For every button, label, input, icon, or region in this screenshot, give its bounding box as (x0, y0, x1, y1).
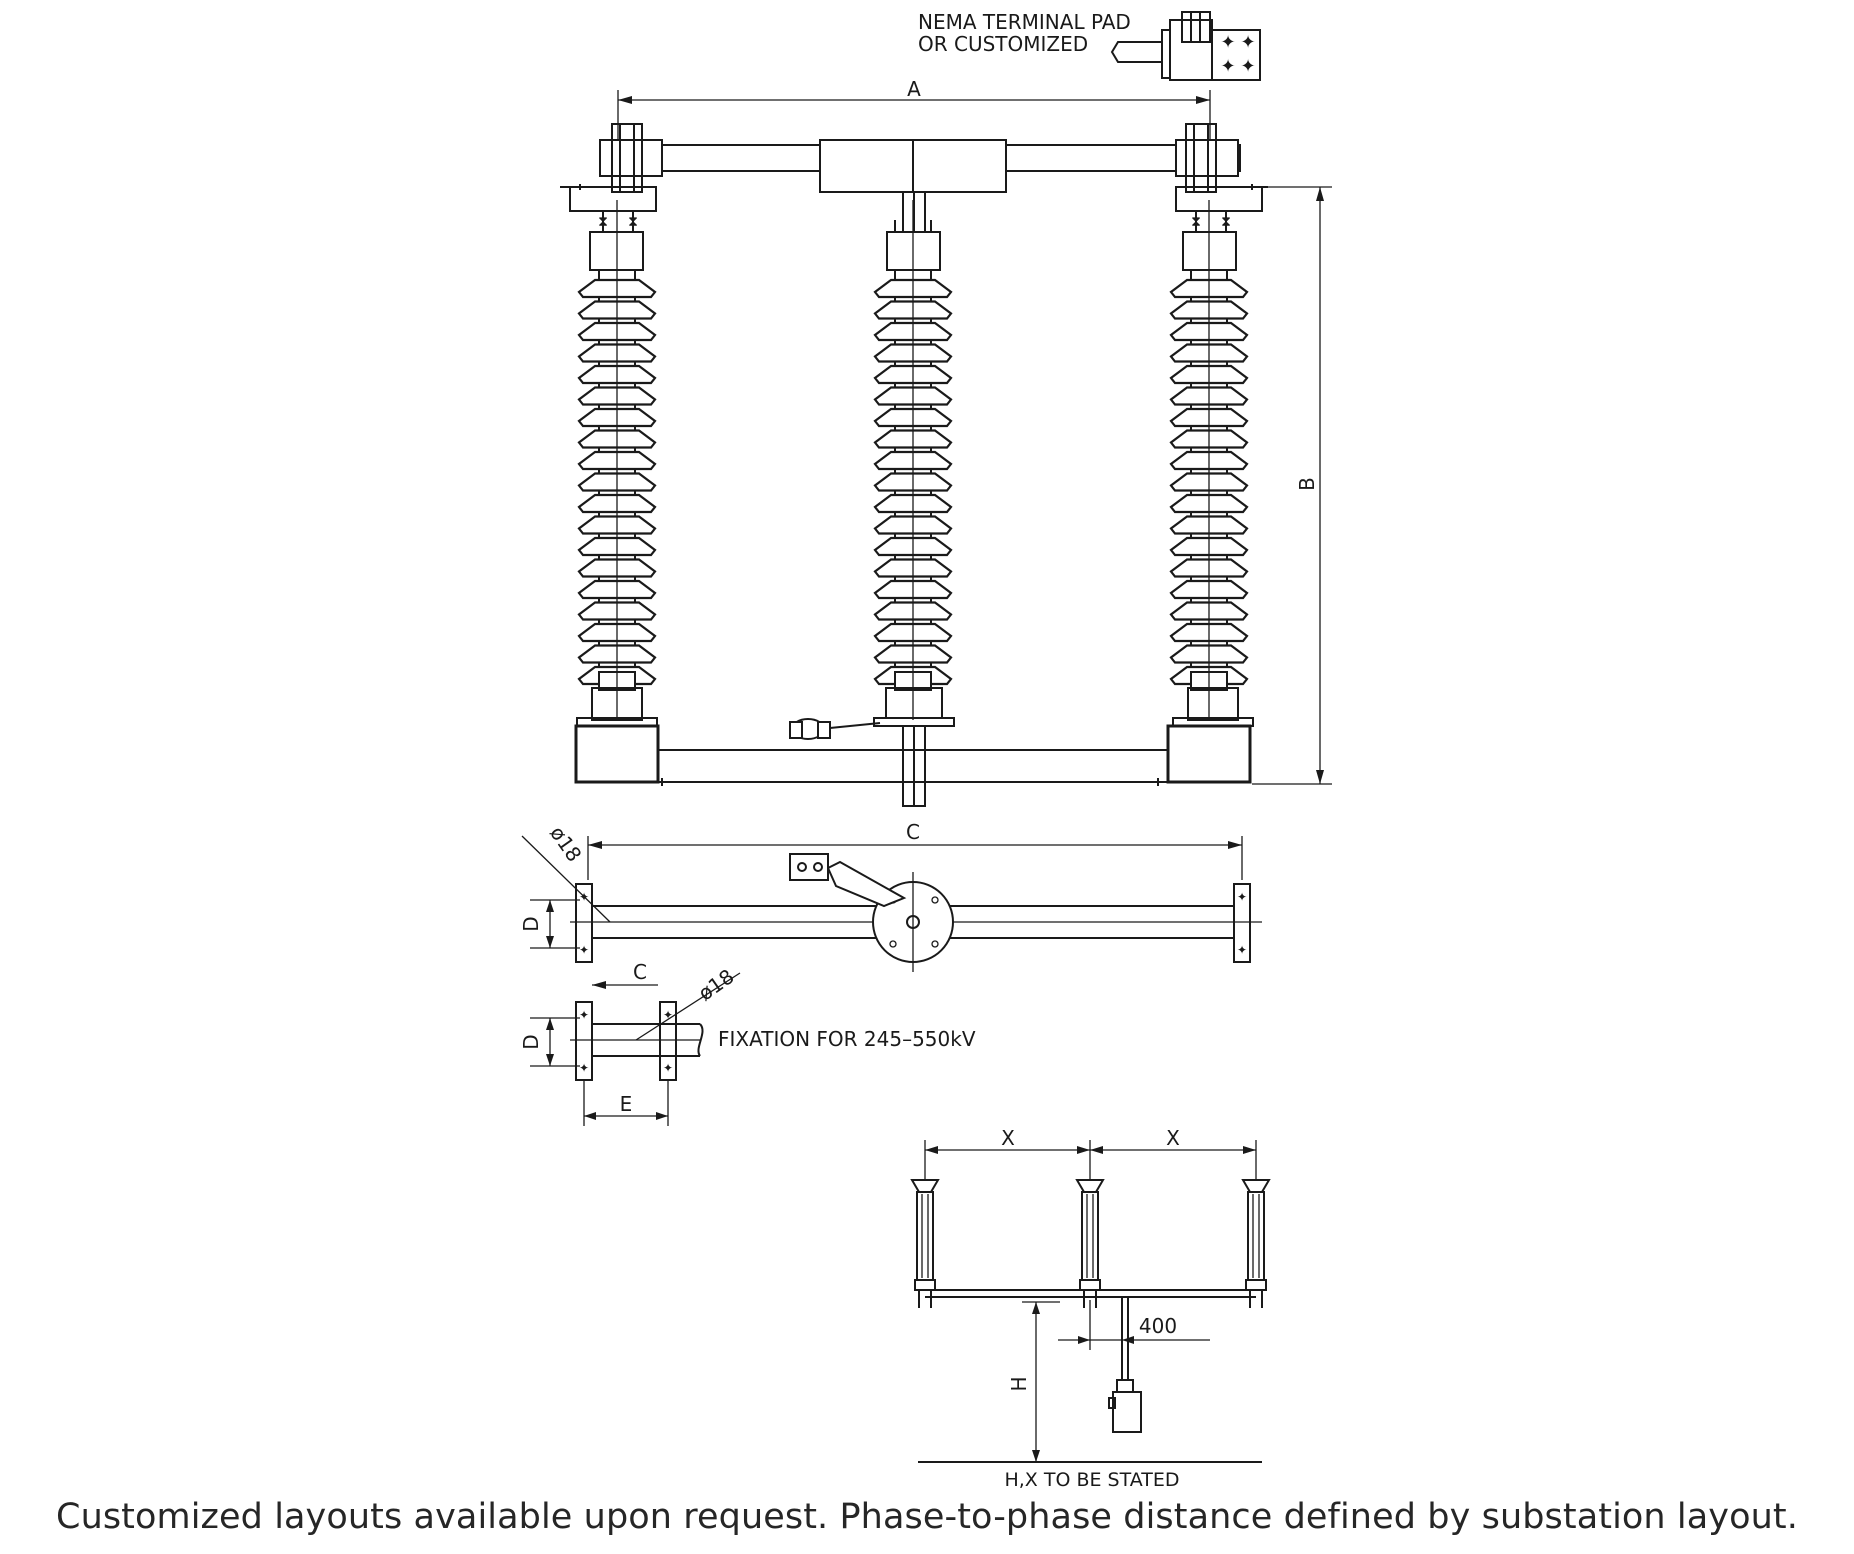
dim-h-label: H (1007, 1376, 1031, 1391)
svg-text:✦: ✦ (1237, 943, 1247, 957)
svg-text:✦: ✦ (579, 943, 589, 957)
dim-x-left-label: X (1001, 1126, 1015, 1150)
phase-unit-part (1079, 1279, 1101, 1291)
phase-unit-part (1247, 1191, 1265, 1281)
svg-text:✦: ✦ (1240, 56, 1255, 77)
dia-top-label: ø18 (545, 822, 586, 867)
phase-units (910, 1179, 1271, 1308)
phase-unit-part (914, 1279, 936, 1291)
svg-text:✦: ✦ (1220, 56, 1235, 77)
dim-b-label: B (1295, 477, 1319, 491)
phase-layout-view: X X 400 H H,X TO BE STATED (910, 1126, 1271, 1491)
dim-a-label: A (907, 77, 921, 101)
svg-text:✦: ✦ (663, 1061, 673, 1075)
svg-text:✦: ✦ (1240, 32, 1255, 53)
dim-e-label: E (620, 1092, 633, 1116)
nema-label-line2: OR CUSTOMIZED (918, 32, 1088, 56)
phase-unit-part (1075, 1179, 1105, 1193)
svg-text:✦: ✦ (1237, 890, 1247, 904)
svg-text:⧗: ⧗ (1191, 214, 1201, 230)
dim-d-bottom-label: D (519, 1034, 543, 1049)
dim-x-right-label: X (1166, 1126, 1180, 1150)
fixation-label: FIXATION FOR 245–550kV (718, 1027, 976, 1051)
hx-note: H,X TO BE STATED (1004, 1469, 1179, 1491)
phase-unit-part (910, 1179, 940, 1193)
svg-text:✦: ✦ (579, 1008, 589, 1022)
phase-unit-part (1081, 1191, 1099, 1281)
svg-text:⧗: ⧗ (1221, 214, 1231, 230)
phase-unit-part (916, 1191, 934, 1281)
phase-unit-part (1241, 1179, 1271, 1193)
nema-terminal-pad-detail: NEMA TERMINAL PAD OR CUSTOMIZED ✦ ✦ ✦ ✦ (918, 10, 1261, 81)
svg-text:✦: ✦ (663, 1008, 673, 1022)
insulator-columns (577, 200, 1249, 720)
dia-bottom-label: ø18 (694, 964, 739, 1005)
svg-text:✦: ✦ (579, 1061, 589, 1075)
nema-label-line1: NEMA TERMINAL PAD (918, 10, 1131, 34)
phase-unit-part (1245, 1279, 1267, 1291)
svg-text:⧗: ⧗ (598, 214, 608, 230)
plan-view: C ø18 ✦ ✦ ✦ ✦ D (519, 820, 1262, 972)
fixation-detail: C ø18 ✦ ✦ ✦ ✦ FIXATION FOR 245–550kV D E (519, 960, 976, 1126)
dim-c-small-label: C (633, 960, 647, 984)
dim-400-label: 400 (1139, 1314, 1177, 1338)
svg-text:✦: ✦ (579, 890, 589, 904)
caption: Customized layouts available upon reques… (56, 1497, 1798, 1537)
svg-text:✦: ✦ (1220, 32, 1235, 53)
front-elevation: A ⧗ ⧗ ⧗ ⧗ (560, 77, 1332, 807)
svg-text:⧗: ⧗ (628, 214, 638, 230)
dim-c-label: C (906, 820, 920, 844)
dim-d-top-label: D (519, 916, 543, 931)
